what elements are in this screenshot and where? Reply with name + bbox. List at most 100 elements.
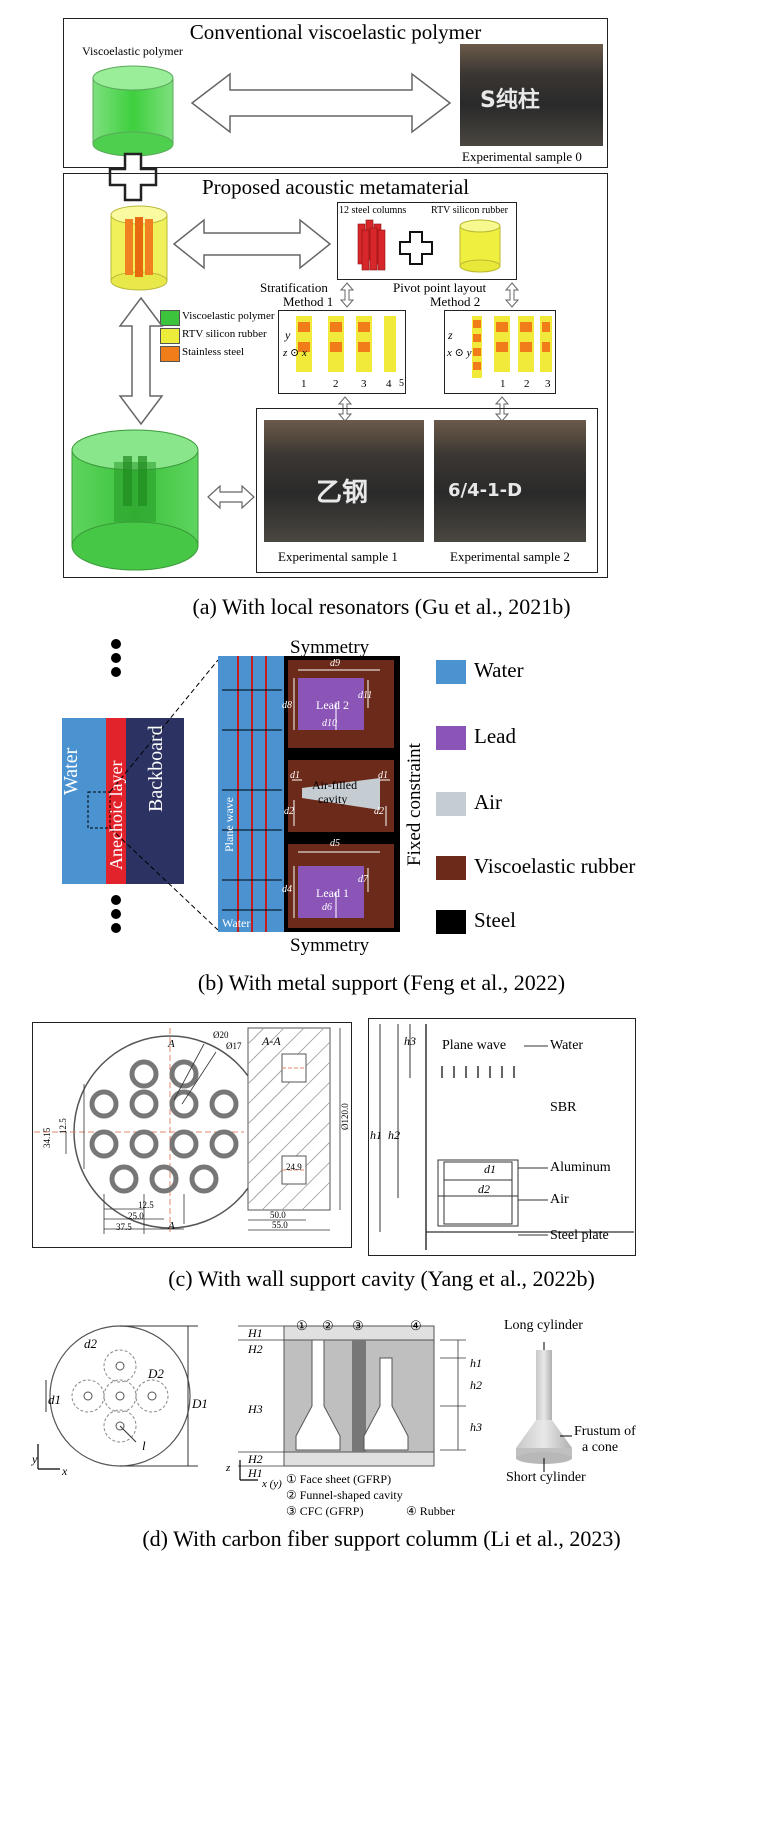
m1-axis-zx: z ⊙ x: [283, 347, 307, 359]
double-arrow-icon-3: [207, 484, 255, 510]
d-H2b: H2: [248, 1452, 263, 1466]
b-legend-steel: Steel: [474, 908, 516, 932]
dim-d249: 24.9: [286, 1162, 302, 1172]
sample2-label: Experimental sample 2: [450, 549, 570, 564]
c-d1: d1: [484, 1162, 496, 1176]
d-H1b: H1: [248, 1466, 263, 1480]
double-arrow-icon: [190, 72, 452, 134]
d-H3: H3: [248, 1402, 263, 1416]
c-steel-plate: Steel plate: [550, 1228, 609, 1243]
big-green-cylinder-icon: [71, 429, 199, 571]
c-water: Water: [550, 1038, 584, 1053]
metamaterial-cylinder-icon: [110, 205, 168, 291]
sample0-label: Experimental sample 0: [462, 149, 582, 164]
panel-d-top-view: [37, 1325, 198, 1470]
method1-box: [278, 310, 406, 394]
b-anechoic-label: Anechoic layer: [106, 760, 126, 870]
panel-c-left-drawing: [34, 1027, 341, 1234]
c-d2: d2: [478, 1182, 490, 1196]
dim-d17: Ø17: [226, 1041, 242, 1051]
method1-line2: Method 1: [283, 294, 334, 309]
m1-num-5: 5: [399, 378, 404, 389]
viscoelastic-polymer-label: Viscoelastic polymer: [82, 44, 183, 58]
c-h3: h3: [404, 1034, 416, 1048]
steel-columns-label: 12 steel columns: [339, 205, 407, 216]
funnel-3d-icon: [516, 1342, 572, 1472]
section-title: A-A: [262, 1034, 281, 1048]
dim-d6: d6: [322, 902, 332, 913]
d-H1a: H1: [248, 1326, 263, 1340]
components-box: [337, 202, 517, 280]
samples-box: [256, 408, 598, 573]
d-h1: h1: [470, 1356, 482, 1370]
b-legend-air: Air: [474, 790, 502, 814]
symmetry-top: Symmetry: [290, 637, 370, 658]
dim-d7: d7: [358, 874, 368, 885]
c-plane-wave: Plane wave: [442, 1038, 507, 1053]
m2-axis-xy: x ⊙ y: [447, 347, 472, 359]
dim-d125h: 12.5: [138, 1200, 154, 1210]
d-legend-2: ② Funnel-shaped cavity: [286, 1488, 403, 1502]
conventional-title: Conventional viscoelastic polymer: [189, 20, 482, 44]
caption-c: (c) With wall support cavity (Yang et al…: [168, 1266, 595, 1291]
sample1-photo: 乙钢: [264, 420, 424, 542]
legend-label-viscoelastic: Viscoelastic polymer: [182, 310, 275, 322]
double-arrow-icon-2: [172, 218, 332, 270]
rtv-label: RTV silicon rubber: [431, 205, 508, 216]
d-frustum-1: Frustum of: [574, 1424, 636, 1439]
dim-d8: d8: [282, 700, 292, 711]
dim-d550: 55.0: [272, 1220, 288, 1230]
dim-d1a: d1: [290, 770, 300, 781]
panel-d-section: [238, 1325, 466, 1481]
panel-b-diagram: [62, 639, 466, 934]
d-legend-4: ④ Rubber: [406, 1504, 456, 1518]
green-cylinder-icon: [92, 65, 174, 157]
method2-layers: [472, 316, 552, 378]
c-sbr: SBR: [550, 1100, 577, 1115]
air-cavity-label-1: Air-filled: [312, 778, 358, 792]
m1-num-3: 3: [361, 378, 367, 390]
lead2-label: Lead 2: [316, 698, 349, 712]
dim-d250: 25.0: [128, 1211, 144, 1221]
d-circled-1: ①: [296, 1318, 308, 1333]
d-legend-1: ① Face sheet (GFRP): [286, 1472, 392, 1486]
method1-layers: [296, 316, 396, 372]
d-h2: h2: [470, 1378, 482, 1392]
method1-line1: Stratification: [260, 280, 328, 295]
d-short-cylinder: Short cylinder: [506, 1470, 586, 1485]
c-air: Air: [550, 1192, 569, 1207]
caption-a: (a) With local resonators (Gu et al., 20…: [192, 594, 571, 619]
dim-d375: 37.5: [116, 1222, 132, 1232]
dim-d5: d5: [330, 838, 340, 849]
dim-d3415: 34.15: [42, 1127, 52, 1148]
b-legend-water: Water: [474, 658, 524, 682]
d-l: l: [142, 1438, 146, 1453]
panel-c-right-drawing: [379, 1024, 634, 1250]
d-axis-x: x: [62, 1464, 68, 1478]
d-circled-4: ④: [410, 1318, 422, 1333]
d-D1: D1: [192, 1396, 208, 1411]
m2-axis-z: z: [448, 328, 453, 342]
fixed-constraint-label: Fixed constraint: [404, 743, 425, 866]
d-circled-3: ③: [352, 1318, 364, 1333]
components-icons: [357, 219, 501, 273]
legend-label-steel: Stainless steel: [182, 346, 245, 358]
d-legend-3: ③ CFC (GFRP): [286, 1504, 364, 1518]
d-circled-2: ②: [322, 1318, 334, 1333]
vertical-double-arrow-icon: [118, 296, 164, 426]
dim-d11: d11: [358, 690, 373, 701]
dim-d10: d10: [322, 718, 337, 729]
legend-swatch-rtv: [160, 328, 180, 344]
d-axis-xy: x (y): [262, 1478, 282, 1490]
d-d1: d1: [48, 1392, 61, 1407]
panel-c-left-box: [32, 1022, 352, 1248]
sample2-photo: 6/4-1-D: [434, 420, 586, 542]
symmetry-bottom: Symmetry: [290, 935, 370, 956]
d-axis-z: z: [226, 1462, 231, 1474]
m1-num-1: 1: [301, 378, 307, 390]
d-frustum-2: a cone: [582, 1440, 619, 1455]
small-arrow-icon-1: [340, 282, 354, 308]
dim-d2a: d2: [284, 806, 294, 817]
caption-d: (d) With carbon fiber support columm (Li…: [142, 1526, 621, 1551]
plus-icon: [108, 152, 158, 202]
